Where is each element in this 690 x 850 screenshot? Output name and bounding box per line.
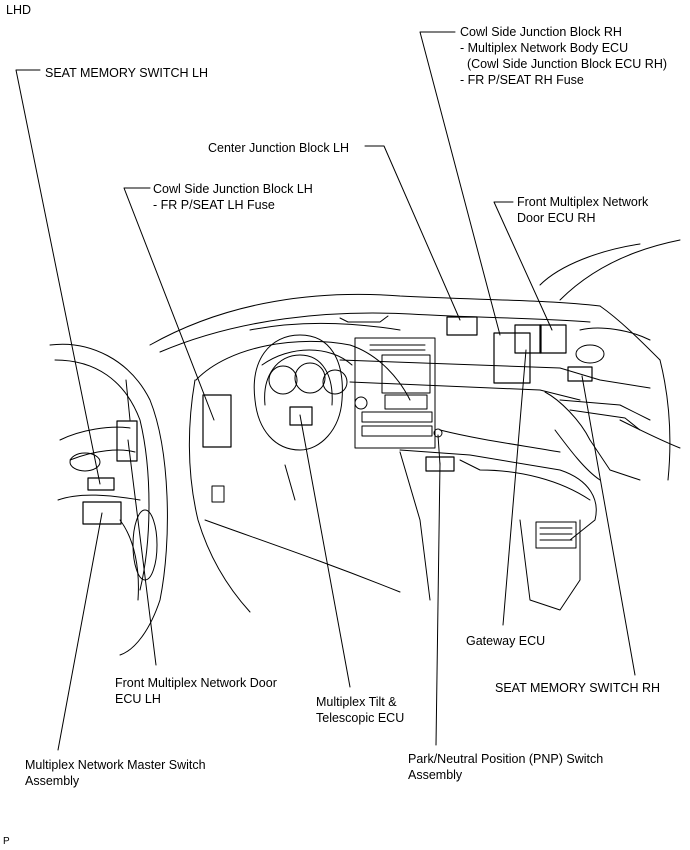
drive-side-label: LHD xyxy=(6,3,32,17)
gateway-ecu-part xyxy=(514,324,542,354)
label-pnp-switch-assembly: Park/Neutral Position (PNP) Switch Assem… xyxy=(408,752,604,782)
center-junction-block-lh-part xyxy=(446,316,478,336)
label-seat-memory-switch-rh: SEAT MEMORY SWITCH RH xyxy=(495,681,661,695)
label-cowl-side-junction-block-lh: Cowl Side Junction Block LH - FR P/SEAT … xyxy=(153,182,313,212)
master-switch-part xyxy=(82,501,122,525)
seat-memory-switch-rh-part xyxy=(567,366,593,382)
figure-code: P xyxy=(3,836,10,847)
right-door xyxy=(544,327,651,481)
tilt-telescopic-ecu-part xyxy=(289,406,313,426)
steering-wheel xyxy=(253,334,343,451)
seat-memory-switch-lh-part xyxy=(87,477,115,491)
center-console xyxy=(399,428,597,611)
left-door xyxy=(49,343,168,656)
front-door-ecu-lh-part xyxy=(116,420,138,462)
instrument-cluster xyxy=(261,349,368,410)
center-stack xyxy=(354,337,436,449)
components xyxy=(82,316,593,525)
cowl-junction-block-lh-part xyxy=(202,394,232,448)
label-front-multiplex-door-ecu-lh: Front Multiplex Network Door ECU LH xyxy=(115,676,277,706)
label-seat-memory-switch-lh: SEAT MEMORY SWITCH LH xyxy=(45,66,208,80)
pedals xyxy=(211,464,296,503)
label-gateway-ecu: Gateway ECU xyxy=(466,634,546,648)
leader-lines xyxy=(15,31,636,751)
front-door-ecu-rh-part xyxy=(539,324,567,354)
cowl-junction-block-rh-part xyxy=(493,332,531,384)
label-center-junction-block-lh: Center Junction Block LH xyxy=(208,141,350,155)
label-cowl-side-junction-block-rh: Cowl Side Junction Block RH - Multiplex … xyxy=(460,25,668,87)
label-multiplex-tilt-telescopic-ecu: Multiplex Tilt & Telescopic ECU xyxy=(316,695,405,725)
dashboard-outline xyxy=(149,239,681,613)
label-front-multiplex-door-ecu-rh: Front Multiplex Network Door ECU RH xyxy=(517,195,649,225)
label-master-switch-assembly: Multiplex Network Master Switch Assembly xyxy=(25,758,206,788)
